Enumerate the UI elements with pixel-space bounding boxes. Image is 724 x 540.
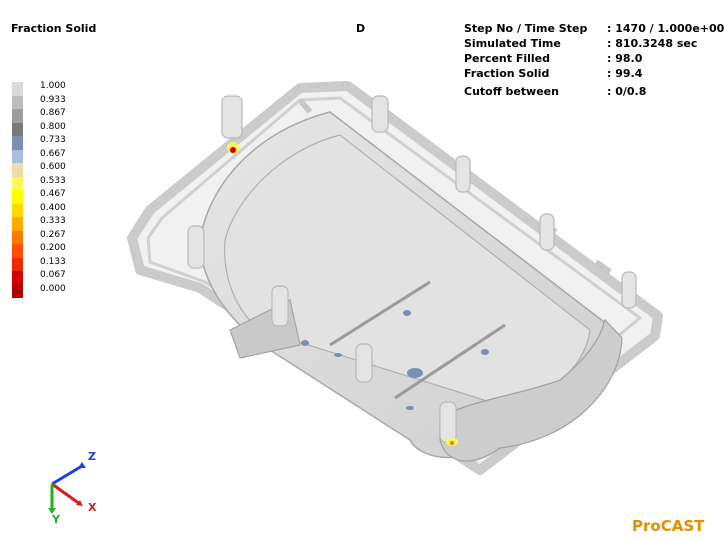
stat-value: : 810.3248 sec [607, 37, 698, 50]
legend-entry: 1.000 [12, 81, 82, 96]
legend-entry: 0.133 [12, 256, 82, 271]
legend-label: 0.533 [40, 175, 66, 186]
legend-label: 0.600 [40, 162, 66, 172]
result-title: Fraction Solid [11, 22, 97, 35]
legend-swatch [12, 203, 23, 217]
legend-label: 0.867 [40, 108, 66, 118]
stat-percent-filled: Percent Filled : 98.0 [464, 52, 720, 67]
legend-swatch [12, 95, 23, 109]
stat-cutoff: Cutoff between : 0/0.8 [464, 85, 720, 100]
legend-entry: 0.333 [12, 216, 82, 231]
legend-label: 0.733 [40, 135, 66, 145]
legend-swatch [12, 271, 23, 285]
legend-swatch [12, 109, 23, 123]
stat-value: : 98.0 [607, 52, 643, 65]
legend-label: 0.333 [40, 216, 66, 226]
legend-entry: 0.867 [12, 108, 82, 123]
stat-value: : 0/0.8 [607, 85, 647, 98]
front-end-section [439, 318, 623, 462]
x-axis-line [51, 482, 81, 506]
x-axis-arrow [76, 500, 83, 506]
stat-value: : 1470 / 1.000e+00 [607, 22, 724, 35]
legend-label: 0.667 [40, 148, 66, 159]
legend-label: 0.067 [40, 270, 66, 280]
stat-label: Step No / Time Step [464, 22, 588, 35]
z-axis-label: Z [88, 450, 96, 463]
legend-swatch [12, 149, 23, 163]
stat-label: Cutoff between [464, 85, 559, 98]
legend-label: 0.000 [40, 283, 66, 294]
legend-entry: 0.800 [12, 121, 82, 136]
legend-swatch [12, 82, 23, 96]
rib [329, 280, 431, 347]
legend-label: 0.267 [40, 229, 66, 240]
x-axis-label: X [88, 501, 97, 514]
legend-entry: 0.667 [12, 148, 82, 163]
stat-simulated-time: Simulated Time : 810.3248 sec [464, 37, 720, 52]
stat-value: : 99.4 [607, 67, 643, 80]
brand-logo: ProCAST [632, 517, 705, 535]
legend-swatch [12, 163, 23, 177]
z-axis-line [51, 464, 83, 486]
stat-step: Step No / Time Step : 1470 / 1.000e+00 [464, 22, 724, 37]
stat-label: Percent Filled [464, 52, 551, 65]
casting-model [127, 81, 663, 475]
axis-triad: Z X Y [48, 450, 97, 526]
legend-swatch [12, 244, 23, 258]
stat-label: Fraction Solid [464, 67, 550, 80]
legend-entry: 0.267 [12, 229, 82, 244]
legend-label: 0.400 [40, 202, 66, 213]
legend-entry: 0.467 [12, 189, 82, 204]
legend-swatch [12, 122, 23, 136]
y-axis-label: Y [51, 513, 61, 526]
legend-entry: 0.933 [12, 94, 82, 109]
legend-entry: 0.400 [12, 202, 82, 217]
y-axis-arrow [48, 508, 56, 514]
gating-frame-inner [146, 96, 643, 458]
legend-label: 0.800 [40, 121, 66, 132]
defect-spots [227, 142, 489, 446]
stat-fraction-solid: Fraction Solid : 99.4 [464, 67, 720, 82]
legend-label: 0.467 [40, 189, 66, 199]
legend-label: 0.133 [40, 256, 66, 267]
legend-swatch [12, 284, 23, 298]
legend-entry: 0.533 [12, 175, 82, 190]
risers [187, 95, 637, 443]
legend-label: 1.000 [40, 81, 66, 91]
z-axis-arrow [78, 462, 86, 468]
legend-entry: 0.000 [12, 283, 82, 298]
legend-swatch [12, 190, 23, 204]
rib [394, 323, 506, 400]
legend-label: 0.933 [40, 94, 66, 105]
legend-label: 0.200 [40, 243, 66, 253]
view-label: D [356, 22, 366, 35]
legend-swatch [12, 176, 23, 190]
legend-swatch [12, 136, 23, 150]
legend-swatch [12, 257, 23, 271]
legend-entry: 0.067 [12, 270, 82, 285]
stat-label: Simulated Time [464, 37, 561, 50]
legend-swatch [12, 217, 23, 231]
legend-swatch [12, 230, 23, 244]
legend-entry: 0.733 [12, 135, 82, 150]
legend-entry: 0.600 [12, 162, 82, 177]
legend-entry: 0.200 [12, 243, 82, 258]
